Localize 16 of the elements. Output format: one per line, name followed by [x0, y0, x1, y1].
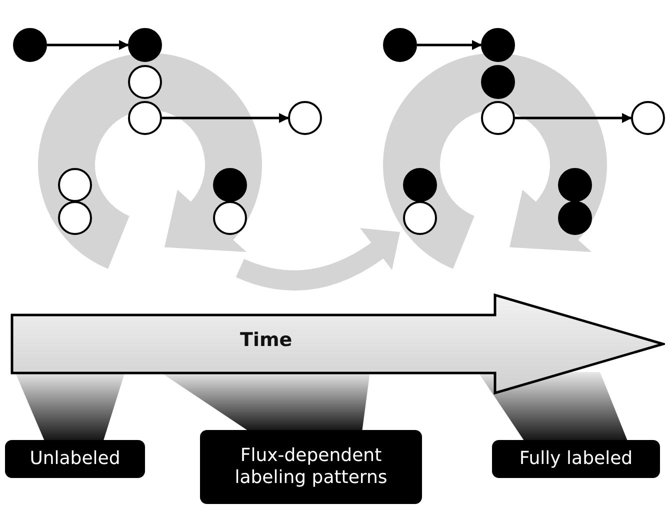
open-circle [631, 101, 665, 135]
filled-circle [128, 28, 162, 62]
arrow [515, 113, 632, 123]
filled-circle [383, 28, 417, 62]
filled-circle [13, 28, 47, 62]
arrow [162, 113, 289, 123]
open-circle [128, 101, 162, 135]
stage-label: Flux-dependent labeling patterns [200, 430, 422, 504]
time-label: Time [240, 329, 292, 351]
open-circle [288, 101, 322, 135]
stage-label: Unlabeled [5, 440, 145, 478]
filled-circle [481, 28, 515, 62]
stage-label: Fully labeled [492, 440, 660, 478]
arrow [47, 40, 129, 50]
arrow [417, 40, 482, 50]
open-circle [481, 101, 515, 135]
